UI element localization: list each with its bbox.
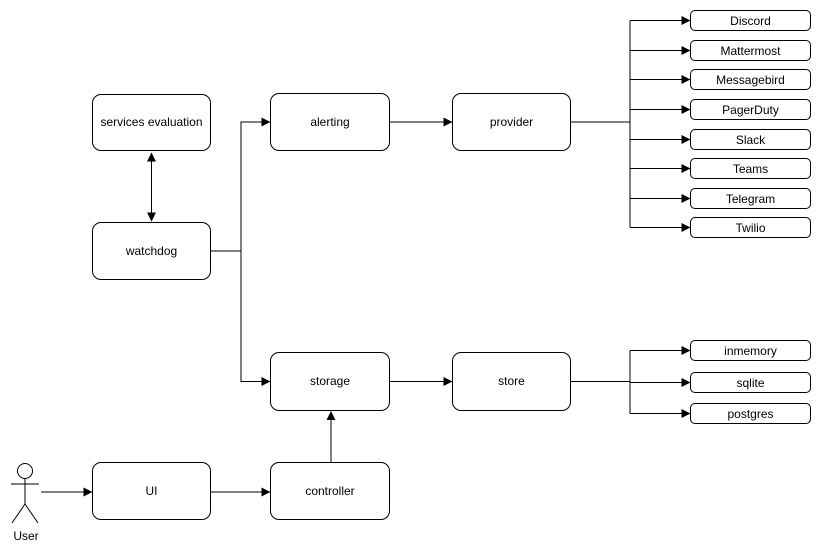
node-storage: storage	[270, 352, 390, 411]
node-alerting: alerting	[270, 93, 390, 151]
provider-leaf-twilio: Twilio	[690, 217, 811, 238]
user-actor-icon	[11, 463, 39, 524]
store-leaf-sqlite: sqlite	[690, 372, 811, 393]
provider-leaf-messagebird: Messagebird	[690, 69, 811, 90]
provider-leaf-slack: Slack	[690, 129, 811, 150]
provider-leaf-telegram: Telegram	[690, 188, 811, 209]
node-services-evaluation: services evaluation	[92, 94, 211, 151]
edge-watchdog-alerting	[211, 117, 271, 252]
node-store: store	[452, 352, 571, 411]
node-controller: controller	[270, 462, 390, 520]
edge-watchdog-storage	[240, 251, 271, 386]
provider-leaf-teams: Teams	[690, 158, 811, 179]
node-watchdog: watchdog	[92, 222, 211, 280]
provider-leaf-mattermost: Mattermost	[690, 40, 811, 61]
store-leaf-postgres: postgres	[690, 403, 811, 424]
provider-leaf-pagerduty: PagerDuty	[690, 99, 811, 120]
user-actor-label: User	[13, 529, 39, 543]
node-provider: provider	[452, 93, 571, 151]
provider-leaf-discord: Discord	[690, 10, 811, 31]
node-ui: UI	[92, 462, 211, 520]
store-leaf-inmemory: inmemory	[690, 340, 811, 361]
